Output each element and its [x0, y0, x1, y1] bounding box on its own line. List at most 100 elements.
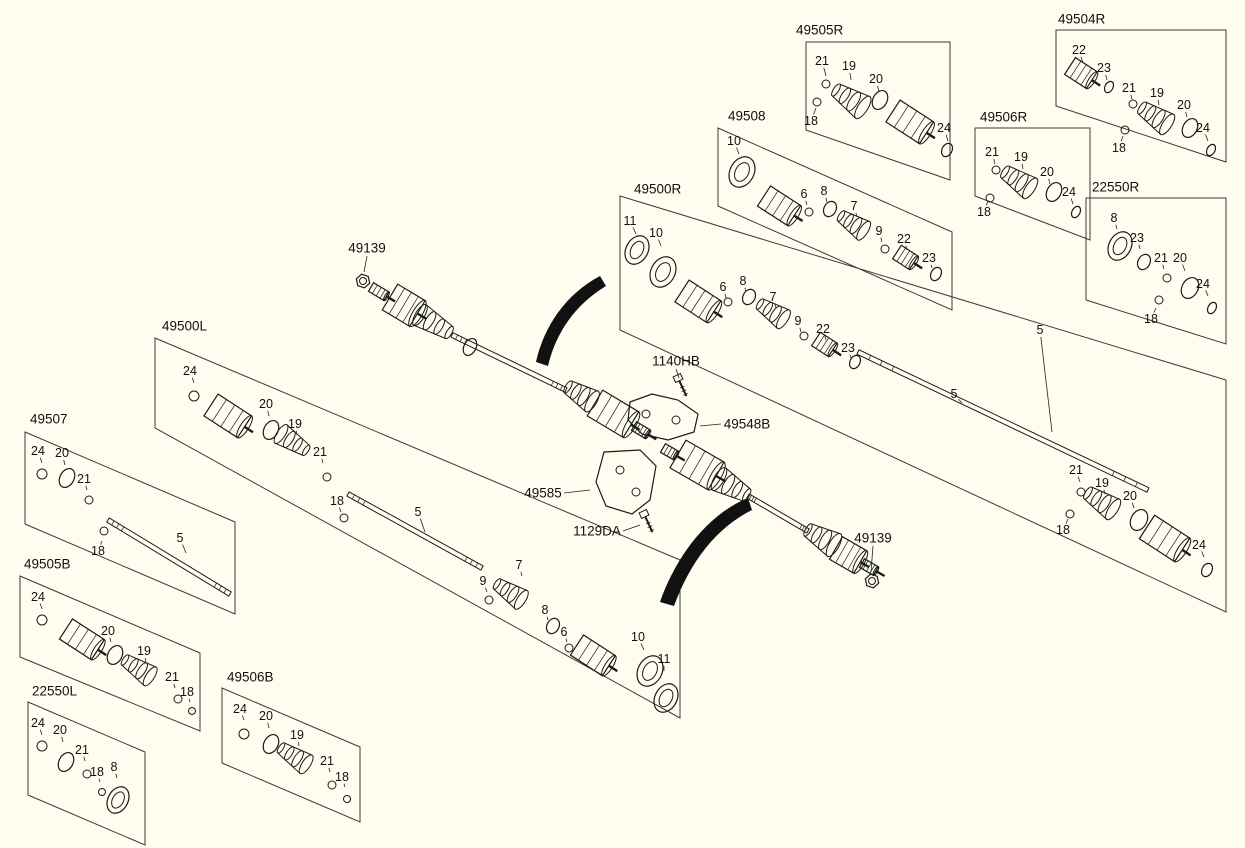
joint-spline — [594, 650, 608, 671]
group-box — [19, 575, 201, 732]
shaft-spline — [891, 366, 895, 371]
callout-leader — [986, 200, 989, 206]
callout-number: 24 — [1196, 121, 1210, 135]
ring-part — [624, 235, 650, 265]
callout-leader — [849, 354, 852, 359]
shaft-spline — [218, 585, 222, 591]
callout-number: 20 — [259, 397, 273, 411]
callout-leader — [339, 507, 342, 513]
callout-number: 19 — [842, 59, 856, 73]
callout-leader — [813, 107, 817, 115]
ring-part — [929, 266, 943, 282]
joint-spline — [1165, 532, 1182, 557]
ring-part — [741, 288, 757, 306]
ring-part — [1200, 562, 1214, 578]
label-leader — [363, 255, 368, 273]
ring-part — [106, 786, 130, 814]
label-leader — [622, 524, 641, 532]
ring-part — [57, 751, 75, 773]
axle-nut-part — [355, 273, 371, 289]
shaft-spline — [455, 334, 458, 340]
group-label: 49507 — [30, 412, 68, 427]
clamp-ring-part — [238, 728, 250, 740]
shaft-body — [106, 517, 232, 597]
callout-number: 8 — [542, 603, 549, 617]
callout-number: 23 — [1097, 61, 1111, 75]
callout-leader — [993, 158, 996, 165]
callout-leader — [188, 698, 191, 703]
axle-nut-hole — [359, 277, 367, 285]
callout-number: 18 — [1056, 523, 1070, 537]
joint-spline — [228, 410, 244, 433]
callout-leader — [877, 85, 880, 93]
boot-edge — [277, 752, 301, 774]
joint-spline — [866, 562, 872, 572]
ring-part — [848, 354, 862, 370]
bracket-outline — [627, 393, 699, 441]
ring-part-inner — [655, 262, 671, 282]
group-label: 49506R — [980, 110, 1028, 125]
callout-number: 20 — [1173, 251, 1187, 265]
joint-spline — [904, 253, 915, 268]
clamp-ring-part — [564, 643, 574, 653]
page-break-mark — [536, 276, 606, 366]
callout-number: 5 — [1037, 323, 1044, 337]
shaft-spline — [748, 495, 752, 500]
callout-leader — [485, 587, 488, 593]
bolt-thread — [645, 521, 651, 525]
callout-number: 23 — [841, 341, 855, 355]
callout-leader — [1138, 244, 1141, 250]
callout-number: 6 — [720, 280, 727, 294]
joint-spline — [375, 287, 382, 297]
joint-spline — [815, 334, 825, 349]
clamp-ring-part — [84, 495, 94, 505]
group-box — [221, 687, 361, 823]
joint-spline — [698, 456, 715, 485]
shaft-spline — [751, 496, 755, 502]
group-box — [1055, 29, 1227, 163]
callout-leader — [1201, 551, 1205, 558]
callout-number: 19 — [1095, 476, 1109, 490]
bolt-thread — [647, 525, 653, 529]
joint-spline — [637, 425, 644, 435]
callout-leader — [724, 293, 727, 299]
callout-leader — [565, 638, 568, 643]
callout-number: 7 — [516, 558, 523, 572]
callout-number: 20 — [101, 624, 115, 638]
joint-spline — [869, 564, 876, 574]
callout-number: 22 — [1072, 43, 1086, 57]
group-label: 22550L — [32, 684, 78, 699]
group-label: 49506B — [227, 670, 274, 685]
group-box — [154, 337, 681, 719]
shaft-spline — [1123, 476, 1127, 482]
clamp-ring-part — [1162, 273, 1172, 283]
callout-leader — [736, 147, 740, 155]
callout-leader — [774, 303, 777, 309]
callout-leader — [343, 783, 346, 788]
boot-edge — [128, 654, 157, 668]
callout-leader — [1077, 476, 1081, 483]
callout-leader — [799, 327, 802, 333]
shaft-spline — [879, 360, 883, 366]
callout-leader — [1153, 307, 1157, 313]
bracket-hole — [671, 415, 681, 425]
ring-part — [653, 683, 679, 713]
ring-part — [1129, 508, 1149, 532]
callout-leader — [825, 197, 828, 203]
part-number-label: 49139 — [348, 241, 386, 256]
clamp-ring-part — [322, 472, 332, 482]
clamp-ring-part — [188, 707, 196, 715]
joint-spline — [847, 547, 861, 570]
assembled-axles — [355, 273, 886, 589]
joint-stub — [832, 348, 842, 357]
callout-number: 20 — [259, 709, 273, 723]
joint-spline — [679, 445, 696, 474]
shaft-spline — [464, 339, 468, 344]
callout-leader — [1131, 502, 1135, 509]
ring-part — [871, 89, 889, 111]
joint-spline — [663, 445, 670, 455]
callout-leader — [1115, 224, 1118, 230]
